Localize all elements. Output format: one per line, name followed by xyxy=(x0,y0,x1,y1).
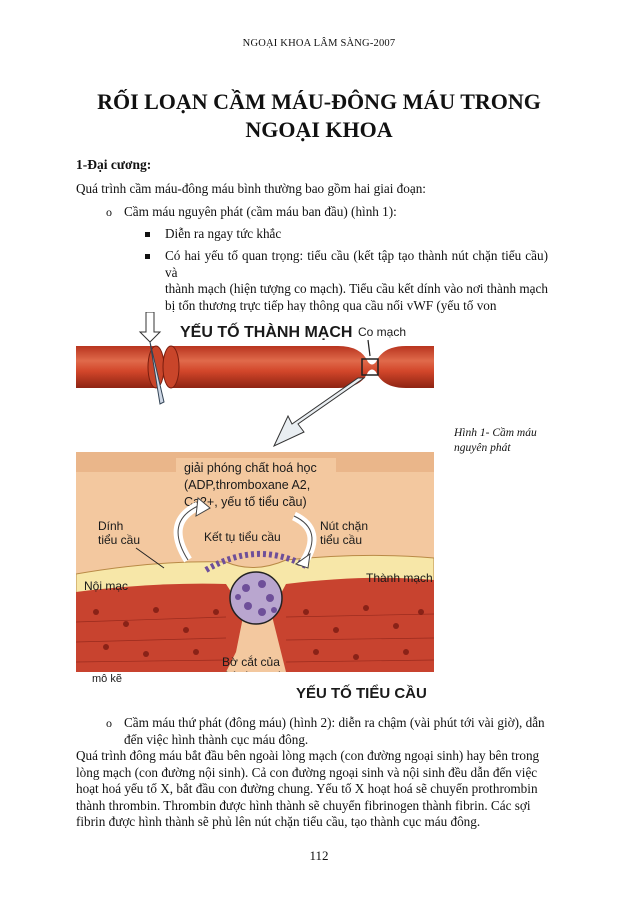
label-release: (ADP,thromboxane A2, xyxy=(184,478,310,492)
text-line: fibrin được hình thành sẽ phủ lên nút ch… xyxy=(76,814,481,829)
text-line: hoạt hoá yếu tố X, bắt đầu con đường chu… xyxy=(76,781,538,796)
label-adhesion: Dính xyxy=(98,519,123,533)
running-header: NGOẠI KHOA LÂM SÀNG-2007 xyxy=(242,38,396,49)
sub-item-immediate: Diễn ra ngay tức khắc xyxy=(165,226,282,241)
page-number: 112 xyxy=(309,848,329,863)
text-line: đến việc hình thành cục máu đông. xyxy=(124,731,309,747)
circle-bullet-icon: o xyxy=(106,716,112,730)
label-vasoconstriction: Co mạch xyxy=(358,325,406,339)
label-release: Ca2+, yếu tố tiểu cầu) xyxy=(184,495,307,509)
figure-caption: Hình 1- Cầm máu nguyên phát xyxy=(454,426,546,456)
label-adhesion: tiểu cầu xyxy=(98,533,140,547)
square-bullet-icon xyxy=(145,254,150,259)
zoomed-panel xyxy=(76,452,434,704)
sub-item-two-factors: Có hai yếu tố quan trọng: tiểu cầu (kết … xyxy=(165,248,548,331)
text-line: Có hai yếu tố quan trọng: tiểu cầu (kết … xyxy=(165,248,548,280)
label-vessel-factor: YẾU TỐ THÀNH MẠCH xyxy=(180,321,352,341)
intro-text: Quá trình cầm máu-đông máu bình thường b… xyxy=(76,181,426,196)
needle-icon xyxy=(138,312,165,405)
caption-line: nguyên phát xyxy=(454,442,511,454)
label-plug: Nút chặn xyxy=(320,519,368,533)
label-release: giải phóng chất hoá học xyxy=(184,461,317,475)
list-item-primary-hemostasis: Cầm máu nguyên phát (cầm máu ban đầu) (h… xyxy=(124,204,397,219)
text-line: Quá trình đông máu bắt đầu bên ngoài lòn… xyxy=(76,748,540,763)
text-line: thành thrombin. Thrombin được hình thành… xyxy=(76,797,531,813)
label-plug: tiểu cầu xyxy=(320,533,362,547)
text-line: bị tổn thương trực tiếp hay thông qua cầ… xyxy=(165,297,497,313)
text-line: lòng mạch (con đường nội sinh). Cả con đ… xyxy=(76,764,538,780)
section-heading: 1-Đại cương: xyxy=(76,157,152,172)
chapter-title: RỐI LOẠN CẦM MÁU-ĐÔNG MÁU TRONG NGOẠI KH… xyxy=(60,88,578,144)
platelet-plug xyxy=(204,550,308,625)
coagulation-paragraph: Quá trình đông máu bắt đầu bên ngoài lòn… xyxy=(76,748,548,831)
list-item-secondary-hemostasis: Cầm máu thứ phát (đông máu) (hình 2): di… xyxy=(124,715,549,748)
text-line: thành mạch (hiện tượng co mạch). Tiểu cầ… xyxy=(165,281,548,296)
label-endothelium: Nội mạc xyxy=(84,579,128,593)
primary-hemostasis-figure: YẾU TỐ THÀNH MẠCH Co mạch giải phón xyxy=(76,312,434,704)
label-aggregation: Kết tụ tiểu cầu xyxy=(204,530,281,544)
title-line-2: NGOẠI KHOA xyxy=(245,117,393,142)
arrow-down-icon xyxy=(272,377,366,448)
caption-line: Hình 1- Cầm máu xyxy=(454,427,537,439)
label-platelet-factor: YẾU TỐ TIỂU CẦU xyxy=(296,684,427,702)
label-cut-edge: Bờ cắt của xyxy=(222,654,280,669)
text-line: Cầm máu thứ phát (đông máu) (hình 2): di… xyxy=(124,715,545,730)
circle-bullet-icon: o xyxy=(106,205,112,219)
title-line-1: RỐI LOẠN CẦM MÁU-ĐÔNG MÁU TRONG xyxy=(97,89,541,114)
label-vessel-wall: Thành mạch xyxy=(366,571,433,585)
label-tissue: mô kẽ xyxy=(92,673,122,685)
square-bullet-icon xyxy=(145,232,150,237)
